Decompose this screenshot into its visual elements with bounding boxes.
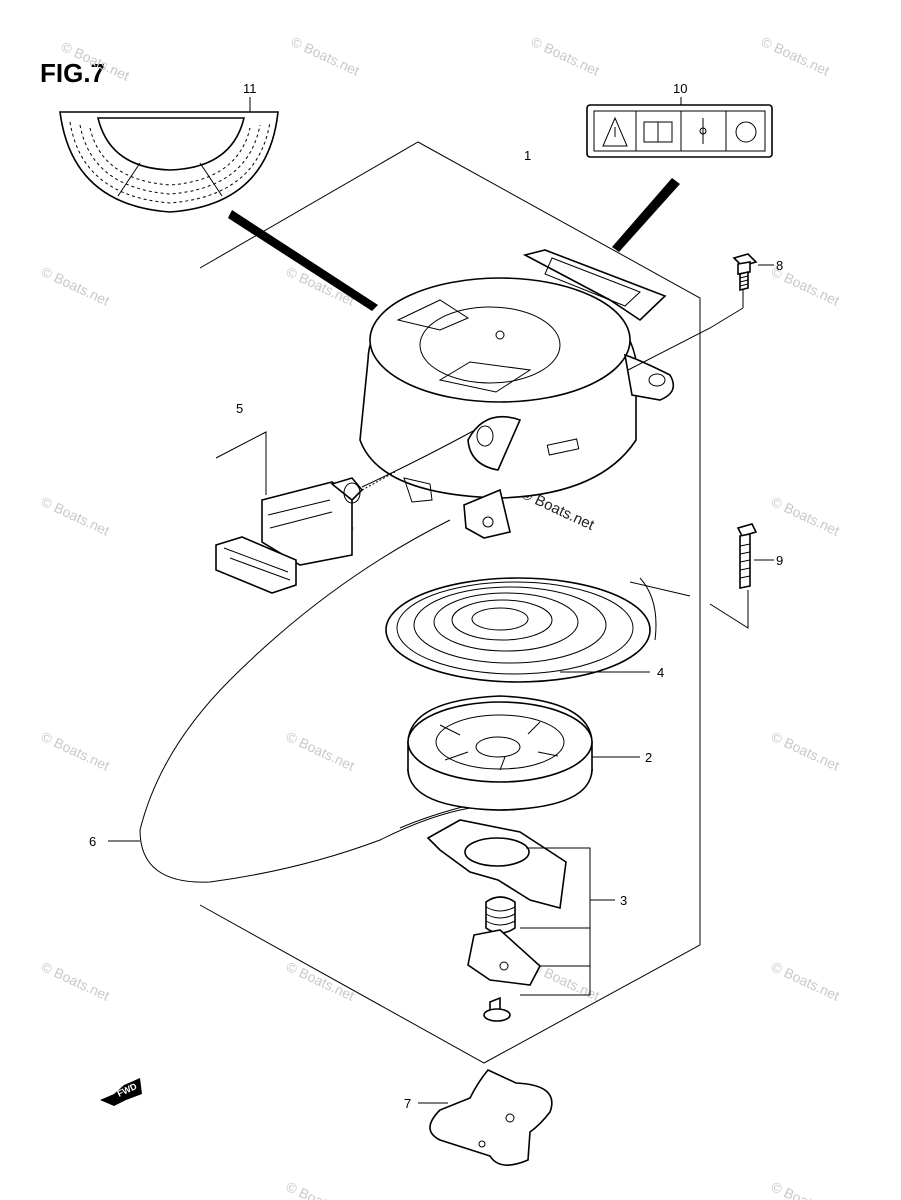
watermark: © Boats.net [769, 958, 842, 1004]
figure-title: FIG.7 [40, 58, 106, 88]
callout-5: 5 [236, 401, 243, 416]
watermark: © Boats.net [759, 33, 832, 79]
watermark: © Boats.net [284, 958, 357, 1004]
part-5-starter-handle [215, 431, 364, 594]
part-6-starter-rope [139, 519, 471, 883]
part-9-bolt [736, 523, 758, 589]
part-8-bolt [732, 253, 758, 292]
part-4-recoil-spring [385, 577, 657, 683]
watermark: © Boats.net [529, 33, 602, 79]
watermark: © Boats.net [289, 33, 362, 79]
callout-layer: 1 2 3 4 5 6 7 8 9 10 11 [89, 81, 783, 1111]
callout-10: 10 [673, 81, 687, 96]
watermark: © Boats.net [284, 728, 357, 774]
part-1-starter-case [359, 249, 675, 539]
part-10-label [586, 104, 773, 158]
part-7-drive-plate [429, 1069, 553, 1166]
watermark: © Boats.net [39, 728, 112, 774]
watermark: © Boats.net [769, 1178, 842, 1200]
watermark: © Boats.net [39, 958, 112, 1004]
part-3-ratchet-set [426, 819, 567, 1022]
rope-upper [361, 429, 476, 488]
callout-6: 6 [89, 834, 96, 849]
callout-9: 9 [776, 553, 783, 568]
watermark: © Boats.net [39, 493, 112, 539]
leader-wedge [612, 178, 680, 252]
callout-4: 4 [657, 665, 664, 680]
watermark: © Boats.net [39, 263, 112, 309]
leader-wedge [228, 210, 378, 311]
watermark: © Boats.net [284, 1178, 357, 1200]
fwd-arrow-icon: FWD [100, 1078, 142, 1106]
watermark: © Boats.net [769, 493, 842, 539]
callout-3: 3 [620, 893, 627, 908]
part-2-reel [407, 695, 593, 811]
callout-1: 1 [524, 148, 531, 163]
watermark: © Boats.net [769, 728, 842, 774]
assembly-outline [199, 141, 701, 1064]
leader-lines [108, 97, 774, 1104]
callout-8: 8 [776, 258, 783, 273]
watermark: © Boats.net [59, 38, 132, 84]
callout-2: 2 [645, 750, 652, 765]
callout-11: 11 [243, 81, 257, 96]
callout-7: 7 [404, 1096, 411, 1111]
part-11-pad [59, 111, 279, 213]
